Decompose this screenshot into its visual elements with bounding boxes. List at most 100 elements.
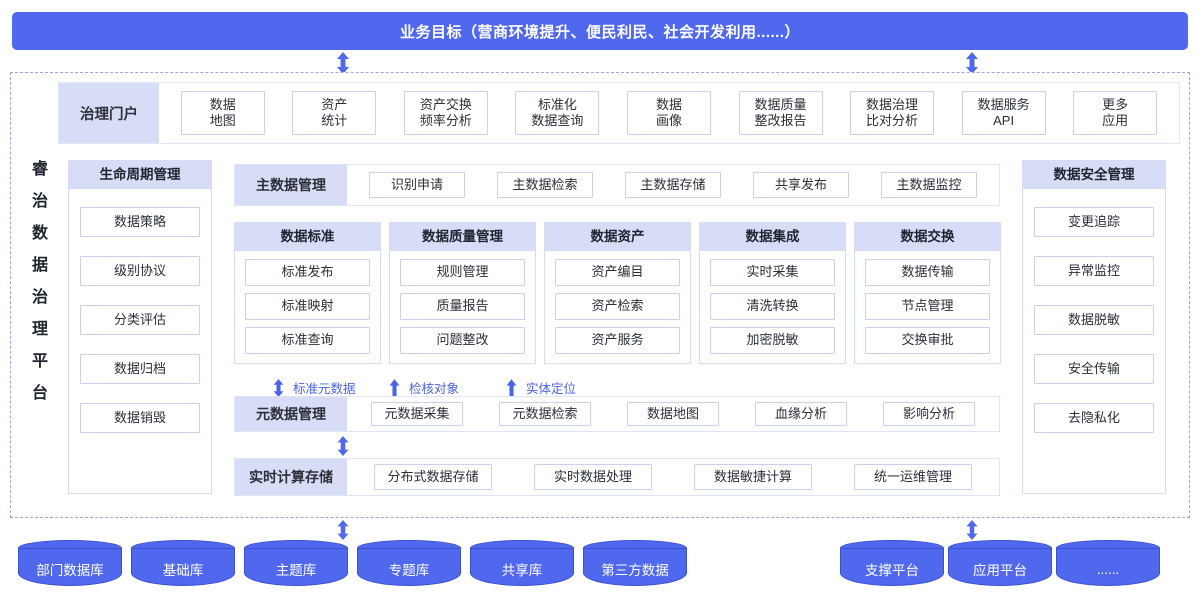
data-security-item[interactable]: 数据脱敏 (1034, 305, 1154, 335)
data-source-cylinder[interactable]: 共享库 (470, 540, 574, 586)
portal-app-line1: 数据 (209, 96, 236, 112)
lifecycle-item[interactable]: 数据策略 (80, 207, 200, 237)
metadata-item[interactable]: 元数据采集 (371, 402, 463, 426)
realtime-compute-row: 实时计算存储 分布式数据存储 实时数据处理 数据敏捷计算 统一运维管理 (234, 458, 1000, 496)
platform-source-cylinder[interactable]: 支撑平台 (840, 540, 944, 586)
platform-source-cylinder[interactable]: 应用平台 (948, 540, 1052, 586)
lifecycle-item-list: 数据策略 级别协议 分类评估 数据归档 数据销毁 (69, 189, 211, 433)
portal-app-line2: 比对分析 (866, 113, 919, 128)
domain-item[interactable]: 资产服务 (555, 327, 680, 354)
domain-item[interactable]: 问题整改 (400, 327, 525, 354)
master-data-label: 主数据管理 (235, 165, 347, 205)
data-source-cylinder[interactable]: 第三方数据 (583, 540, 687, 586)
domain-item[interactable]: 规则管理 (400, 259, 525, 286)
metadata-label: 元数据管理 (235, 397, 347, 431)
double-arrow-icon-metadata-realtime (335, 436, 351, 456)
realtime-compute-item[interactable]: 分布式数据存储 (374, 464, 492, 490)
domain-item[interactable]: 节点管理 (865, 293, 990, 320)
data-source-cylinder[interactable]: 专题库 (357, 540, 461, 586)
up-arrow-icon (505, 378, 521, 397)
portal-app-line2: 整改报告 (754, 113, 807, 128)
master-data-item[interactable]: 共享发布 (753, 172, 849, 198)
data-source-label: 共享库 (501, 563, 543, 578)
annotation-label: 实体定位 (526, 382, 577, 396)
data-source-cylinder[interactable]: 主题库 (244, 540, 348, 586)
domain-item[interactable]: 标准映射 (245, 293, 370, 320)
cylinder-body-icon (470, 548, 574, 586)
portal-app-line1: 数据服务 (977, 96, 1030, 112)
annotation-standard-metadata: 标准元数据 (272, 378, 356, 397)
domain-panel-data-asset: 数据资产 资产编目 资产检索 资产服务 (544, 222, 691, 364)
cylinder-body-icon (244, 548, 348, 586)
domain-item[interactable]: 质量报告 (400, 293, 525, 320)
domain-item[interactable]: 交换审批 (865, 327, 990, 354)
lifecycle-item[interactable]: 级别协议 (80, 256, 200, 286)
master-data-item[interactable]: 识别申请 (369, 172, 465, 198)
portal-app-item[interactable]: 标准化数据查询 (515, 91, 600, 135)
domain-item[interactable]: 资产编目 (555, 259, 680, 286)
domain-item-list: 实时采集 清洗转换 加密脱敏 (700, 251, 845, 354)
data-source-label: 基础库 (162, 563, 204, 578)
lifecycle-panel: 生命周期管理 数据策略 级别协议 分类评估 数据归档 数据销毁 (68, 160, 212, 494)
metadata-row: 元数据管理 元数据采集 元数据检索 数据地图 血缘分析 影响分析 (234, 396, 1000, 432)
realtime-compute-item[interactable]: 数据敏捷计算 (694, 464, 812, 490)
portal-app-item[interactable]: 资产统计 (292, 91, 377, 135)
domain-panel-data-exchange: 数据交换 数据传输 节点管理 交换审批 (854, 222, 1001, 364)
platform-source-label: 支撑平台 (865, 563, 919, 578)
realtime-compute-item[interactable]: 统一运维管理 (854, 464, 972, 490)
lifecycle-item[interactable]: 数据归档 (80, 354, 200, 384)
data-security-item-list: 变更追踪 异常监控 数据脱敏 安全传输 去隐私化 (1023, 189, 1165, 433)
portal-app-line2: 画像 (655, 113, 682, 128)
portal-app-item[interactable]: 数据治理比对分析 (850, 91, 935, 135)
master-data-item[interactable]: 主数据监控 (881, 172, 977, 198)
metadata-item[interactable]: 血缘分析 (755, 402, 847, 426)
domain-item[interactable]: 加密脱敏 (710, 327, 835, 354)
data-source-label: 部门数据库 (36, 563, 104, 578)
lifecycle-item[interactable]: 分类评估 (80, 305, 200, 335)
domain-item[interactable]: 清洗转换 (710, 293, 835, 320)
double-arrow-icon-goal-left (335, 52, 351, 74)
governance-portal-label: 治理门户 (59, 83, 159, 143)
portal-app-line1: 资产交换 (419, 96, 472, 112)
domain-panel-title: 数据标准 (235, 223, 380, 251)
platform-source-cylinder[interactable]: ...... (1056, 540, 1160, 586)
lifecycle-item[interactable]: 数据销毁 (80, 403, 200, 433)
portal-app-item[interactable]: 资产交换频率分析 (403, 91, 488, 135)
domain-item[interactable]: 标准发布 (245, 259, 370, 286)
portal-app-line1: 标准化 (537, 96, 577, 112)
data-security-item[interactable]: 变更追踪 (1034, 207, 1154, 237)
portal-app-item[interactable]: 更多应用 (1073, 91, 1158, 135)
domain-item[interactable]: 数据传输 (865, 259, 990, 286)
platform-source-label: ...... (1096, 561, 1120, 577)
data-security-panel-title: 数据安全管理 (1023, 161, 1165, 189)
metadata-item[interactable]: 数据地图 (627, 402, 719, 426)
realtime-compute-item[interactable]: 实时数据处理 (534, 464, 652, 490)
domain-item[interactable]: 标准查询 (245, 327, 370, 354)
data-security-item[interactable]: 安全传输 (1034, 354, 1154, 384)
lifecycle-panel-title: 生命周期管理 (69, 161, 211, 189)
metadata-item[interactable]: 元数据检索 (499, 402, 591, 426)
domain-item-list: 资产编目 资产检索 资产服务 (545, 251, 690, 354)
portal-app-line1: 数据 (655, 96, 682, 112)
annotation-check-object: 检核对象 (388, 378, 459, 397)
domain-item[interactable]: 资产检索 (555, 293, 680, 320)
governance-portal-row: 治理门户 数据地图 资产统计 资产交换频率分析 标准化数据查询 数据画像 数据质… (58, 82, 1180, 144)
data-security-item[interactable]: 异常监控 (1034, 256, 1154, 286)
metadata-item[interactable]: 影响分析 (883, 402, 975, 426)
master-data-item[interactable]: 主数据检索 (497, 172, 593, 198)
data-source-cylinder[interactable]: 基础库 (131, 540, 235, 586)
portal-app-item[interactable]: 数据地图 (180, 91, 265, 135)
domain-item[interactable]: 实时采集 (710, 259, 835, 286)
portal-app-line2: 应用 (1102, 113, 1129, 128)
portal-app-item[interactable]: 数据质量整改报告 (738, 91, 823, 135)
cylinder-body-icon (357, 548, 461, 586)
portal-app-item[interactable]: 数据画像 (626, 91, 711, 135)
domain-panel-title: 数据质量管理 (390, 223, 535, 251)
data-source-cylinder[interactable]: 部门数据库 (18, 540, 122, 586)
realtime-compute-items: 分布式数据存储 实时数据处理 数据敏捷计算 统一运维管理 (347, 459, 999, 495)
platform-name: 睿治数据治理平台 (29, 160, 46, 416)
up-arrow-icon (388, 378, 404, 397)
data-security-item[interactable]: 去隐私化 (1034, 403, 1154, 433)
master-data-item[interactable]: 主数据存储 (625, 172, 721, 198)
